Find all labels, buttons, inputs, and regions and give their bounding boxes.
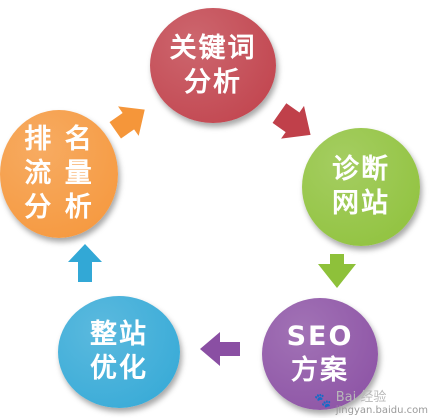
node-diagnose-site-line-2: 网站 (332, 188, 390, 219)
watermark-url: jingyan.baidu.com (335, 405, 428, 416)
node-keyword-analysis-line-2: 分析 (184, 66, 242, 98)
node-diagnose-site-line-1: 诊断 (332, 154, 390, 186)
node-keyword-analysis: 关键词 分析 (150, 8, 276, 123)
node-ranking-traffic: 排 名 流 量 分 析 (0, 110, 118, 238)
arrow-ranking-to-keyword (109, 106, 145, 139)
node-keyword-analysis-line-1: 关键词 (169, 32, 257, 64)
node-ranking-traffic-line-1: 排 名 (24, 124, 94, 156)
node-site-optimize-line-1: 整站 (90, 319, 148, 351)
arrow-diagnose-to-seo (318, 254, 356, 288)
baidu-jingyan-watermark: 🐾 Bai 经验 jingyan.baidu.com (314, 386, 428, 416)
paw-icon: 🐾 (314, 393, 332, 409)
node-seo-plan-line-1: SEO (286, 321, 354, 353)
arrow-optimize-to-ranking (68, 244, 102, 282)
arrow-seo-to-optimize (200, 332, 240, 366)
node-ranking-traffic-line-3: 分 析 (24, 191, 94, 223)
node-site-optimize: 整站 优化 (58, 296, 180, 408)
node-ranking-traffic-line-2: 流 量 (24, 158, 94, 190)
node-seo-plan-line-2: 方案 (291, 355, 349, 386)
arrow-keyword-to-diagnose (272, 103, 311, 139)
node-diagnose-site: 诊断 网站 (302, 128, 420, 246)
node-seo-plan: SEO 方案 (262, 298, 378, 410)
watermark-text: Bai 经验 (335, 390, 387, 405)
node-site-optimize-line-2: 优化 (90, 353, 148, 384)
